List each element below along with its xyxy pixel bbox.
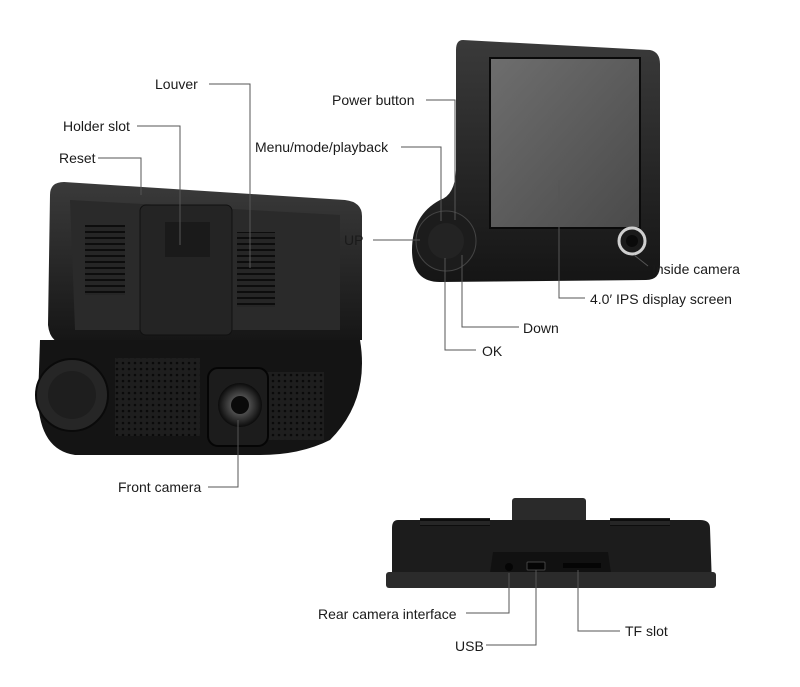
rear-camera-interface-label: Rear camera interface bbox=[318, 606, 457, 622]
leader-down bbox=[461, 255, 519, 328]
front-view-camera bbox=[412, 40, 660, 282]
menu-mode-playback-label: Menu/mode/playback bbox=[255, 139, 389, 155]
tf-slot-label: TF slot bbox=[625, 623, 668, 639]
leader-front-camera bbox=[208, 420, 239, 488]
leader-tf-slot bbox=[577, 570, 620, 632]
leader-power-button bbox=[426, 99, 456, 220]
leader-holder-slot bbox=[137, 125, 181, 245]
down-label: Down bbox=[523, 320, 559, 336]
louver-label: Louver bbox=[155, 76, 198, 92]
back-view-camera bbox=[35, 182, 362, 455]
usb-label: USB bbox=[455, 638, 484, 654]
leader-rear-interface bbox=[466, 573, 510, 614]
leader-usb bbox=[486, 570, 537, 646]
leader-reset bbox=[98, 157, 142, 195]
up-label: UP bbox=[344, 232, 364, 248]
leader-ok bbox=[444, 258, 476, 351]
leader-lines bbox=[98, 83, 649, 646]
display-screen-label: 4.0′ IPS display screen bbox=[590, 291, 732, 307]
leader-inside-camera bbox=[633, 254, 649, 267]
leader-louver bbox=[209, 83, 251, 268]
power-button-label: Power button bbox=[332, 92, 415, 108]
leader-menu bbox=[401, 146, 442, 221]
ok-label: OK bbox=[482, 343, 503, 359]
reset-label: Reset bbox=[59, 150, 96, 166]
leader-display bbox=[558, 180, 585, 299]
bottom-view-camera bbox=[386, 498, 716, 588]
holder-slot-label: Holder slot bbox=[63, 118, 130, 134]
inside-camera-label: Inside camera bbox=[652, 261, 740, 277]
front-camera-label: Front camera bbox=[118, 479, 202, 495]
